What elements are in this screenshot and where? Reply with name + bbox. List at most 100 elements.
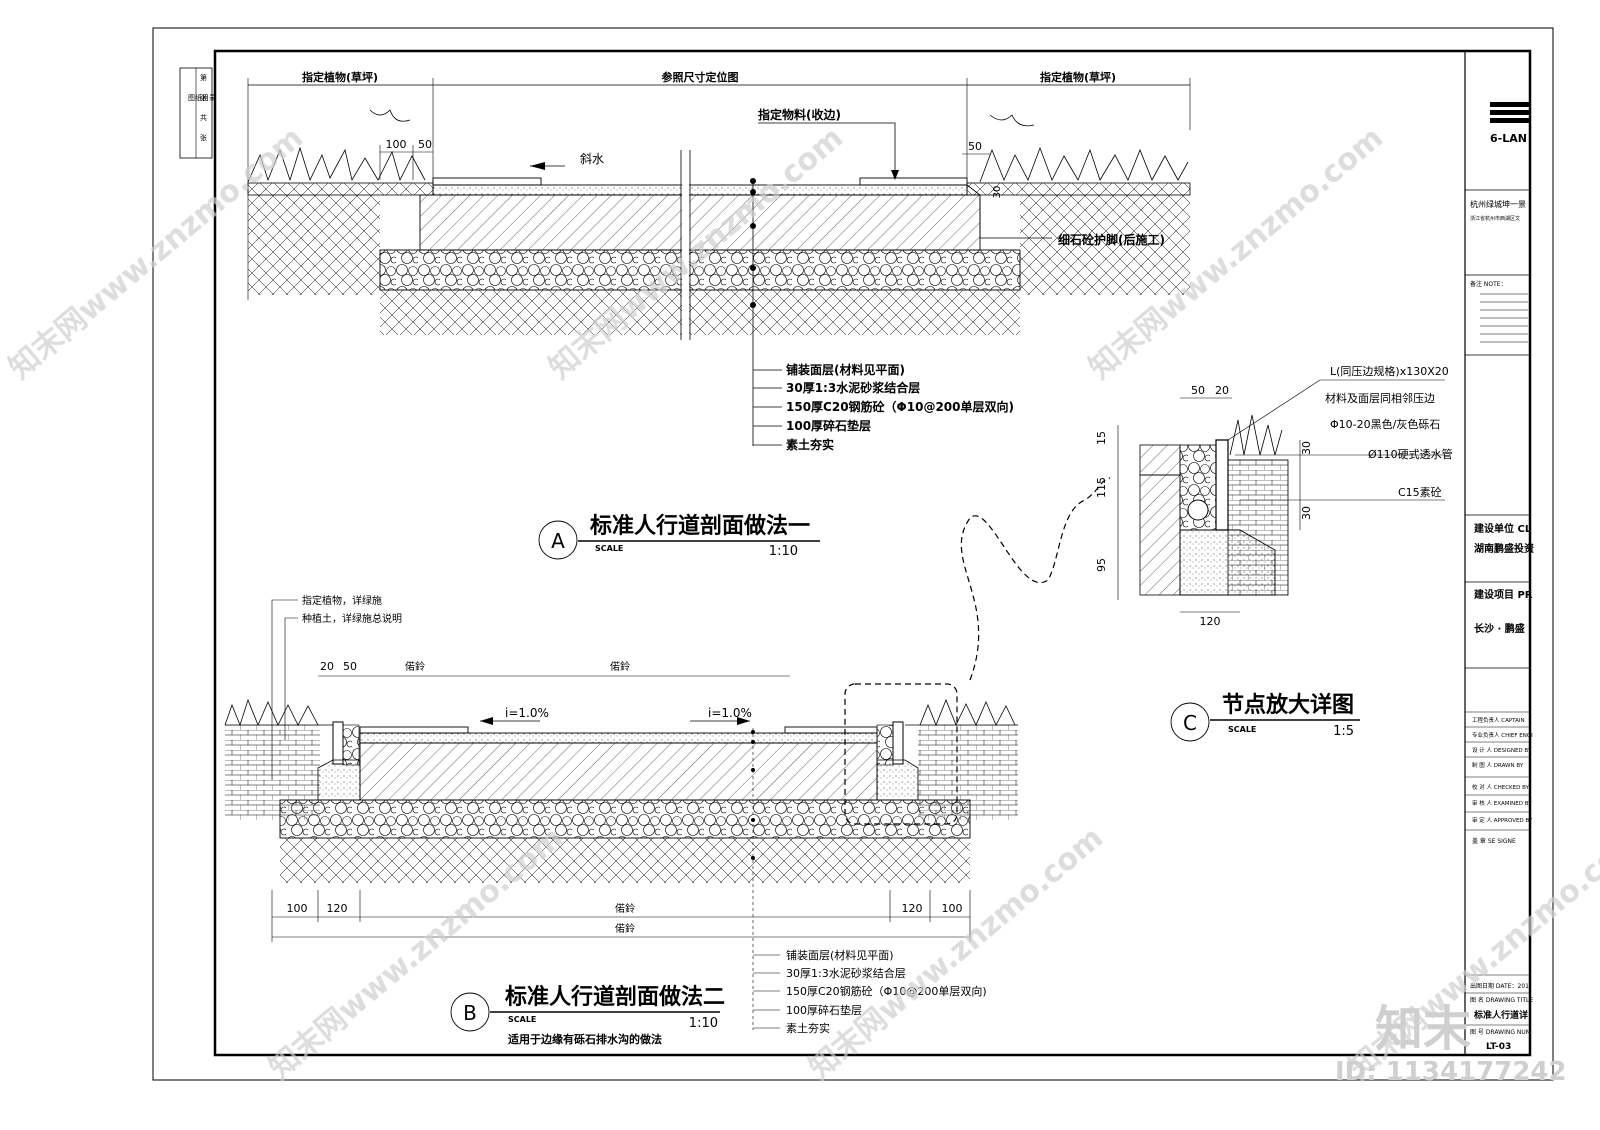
a-dim-30: 30 <box>992 186 1003 199</box>
watermark-id: ID: 1134177242 <box>1335 1057 1567 1087</box>
tb-role-3: 设 计 人 DESIGNED BY <box>1472 746 1532 754</box>
tb-project: 长沙 · 鹏盛 <box>1474 622 1525 635</box>
c-note-2: 材料及面层同相邻压边 <box>1325 391 1435 405</box>
tb-role-2: 专业负责人 CHIEF ENGI <box>1472 731 1533 739</box>
b-note-plant: 指定植物，详绿施 <box>302 594 382 607</box>
c-title-marker: C <box>1183 711 1197 735</box>
a-title-marker: A <box>551 529 565 553</box>
a-layer-2: 30厚1:3水泥砂浆结合层 <box>786 380 920 395</box>
c-grass <box>1229 414 1283 456</box>
c-scale-label: SCALE <box>1228 725 1256 734</box>
b-dim-120-left: 120 <box>327 902 348 915</box>
b-layer-3: 150厚C20钢筋砼（Φ10@200单层双向) <box>786 984 987 998</box>
a-title: 标准人行道剖面做法一 <box>590 513 810 539</box>
b-title-marker: B <box>463 1001 477 1025</box>
tb-role-7: 审 定 人 APPROVED BY <box>1472 816 1533 824</box>
a-scale: 1:10 <box>769 544 798 559</box>
c-note-4: Ø110硬式透水管 <box>1368 447 1453 461</box>
b-concrete-layer <box>359 742 878 801</box>
a-layer-3: 150厚C20钢筋砼（Φ10@200单层双向) <box>786 399 1014 414</box>
a-top-left-label: 指定植物(草坪) <box>302 70 378 84</box>
b-dim-100-left: 100 <box>287 902 308 915</box>
c-note-5: C15素砼 <box>1398 486 1442 499</box>
a-mortar-layer <box>432 184 968 196</box>
a-top-right-label: 指定植物(草坪) <box>1040 70 1116 84</box>
tb-signed: 盖 章 SE SIGNE <box>1472 837 1516 845</box>
tb-drawing-number-label: 图 号 DRAWING NUM <box>1470 1029 1531 1036</box>
a-dim-100: 100 <box>386 138 407 151</box>
tb-drawing-number: LT-03 <box>1486 1042 1511 1052</box>
b-layer-4: 100厚碎石垫层 <box>786 1003 862 1017</box>
b-scale-label: SCALE <box>508 1015 536 1024</box>
strip-label-gong: 共 <box>200 113 207 122</box>
section-a: 指定植物(草坪) 参照尺寸定位图 指定植物(草坪) 100 50 50 <box>247 70 1191 560</box>
strip-label-di: 第 <box>200 73 207 82</box>
c-dim-120: 120 <box>1200 615 1221 628</box>
a-subgrade <box>380 290 1020 335</box>
a-edge-material-label: 指定物料(收边) <box>758 107 841 122</box>
strip-label-zhang2: 张 <box>200 133 207 142</box>
a-fine-stone-label: 细石砼护脚(后施工) <box>1058 232 1165 247</box>
c-dim-50: 50 <box>1191 384 1205 397</box>
b-var-mid: 偌鈴 <box>610 660 630 673</box>
tb-project-label: 建设项目 PR <box>1473 588 1533 601</box>
watermark-brand: 知末 <box>1375 1001 1471 1057</box>
a-layer-4: 100厚碎石垫层 <box>786 418 871 433</box>
c-title-marker-circle <box>1170 702 1210 742</box>
b-subgrade <box>280 838 970 883</box>
tb-date: 出图日期 DATE：201 <box>1470 982 1529 990</box>
c-scale: 1:5 <box>1333 724 1354 739</box>
b-layer-2: 30厚1:3水泥砂浆结合层 <box>786 966 906 980</box>
a-scale-label: SCALE <box>595 544 623 553</box>
c-dim-30b: 30 <box>1300 506 1313 520</box>
tb-role-1: 工程负责人 CAPTAIN <box>1472 716 1525 724</box>
title-block: 6-LAN 杭州绿城坤一景 浙江省杭州市西湖区文 备注 NOTE： 建设单位 C… <box>1465 102 1534 1052</box>
b-mortar-layer <box>359 732 878 744</box>
b-dim-100-right: 100 <box>942 902 963 915</box>
b-note-soil: 种植土，详绿施总说明 <box>302 612 402 625</box>
c-detail-leader <box>960 477 1111 681</box>
b-title-marker-circle <box>450 992 490 1032</box>
section-b: 指定植物，详绿施 种植土，详绿施总说明 20 50 偌鈴 偌鈴 i=1 <box>224 594 1018 1046</box>
b-dim-20: 20 <box>320 660 334 673</box>
b-grass-left <box>224 698 319 727</box>
tb-drawing-title-label: 图 名 DRAWING TITLE <box>1470 996 1533 1004</box>
b-var-total: 偌鈴 <box>615 922 635 935</box>
c-note-1: L(同压边规格)x130X20 <box>1330 364 1449 378</box>
a-plant-left-icon <box>369 109 411 122</box>
c-drain-pipe-icon <box>1187 499 1209 521</box>
b-dim-120-right: 120 <box>902 902 923 915</box>
c-dim-15: 15 <box>1095 431 1108 445</box>
b-var-bottom: 偌鈴 <box>615 902 635 915</box>
c-dim-30a: 30 <box>1300 441 1313 455</box>
tb-role-6: 审 核 人 EXAMINED BY <box>1472 799 1532 807</box>
tb-drawing-title: 标准人行道详 <box>1473 1009 1528 1021</box>
b-layer-5: 素土夯实 <box>786 1021 830 1035</box>
b-title: 标准人行道剖面做法二 <box>505 984 725 1010</box>
b-scale: 1:10 <box>689 1016 718 1031</box>
b-dim-50: 50 <box>343 660 357 673</box>
tb-client: 湖南鹏盛投资 <box>1474 542 1534 555</box>
a-dim-50-left: 50 <box>418 138 432 151</box>
c-title: 节点放大详图 <box>1222 692 1354 718</box>
a-layer-1: 铺装面层(材料见平面) <box>786 362 905 377</box>
tb-logo: 6-LAN <box>1490 132 1527 145</box>
a-layer-5: 素土夯实 <box>786 437 834 452</box>
tb-role-4: 制 图 人 DRAWN BY <box>1472 761 1524 769</box>
a-slope-label: 斜水 <box>580 152 604 166</box>
a-title-marker-circle <box>538 520 578 560</box>
outer-border <box>152 27 1554 1081</box>
a-grass-left <box>247 146 426 183</box>
tb-role-5: 校 对 人 CHECKED BY <box>1472 783 1530 791</box>
section-c: 50 20 15 115 95 30 30 120 L(同压边规格)x130X2… <box>960 364 1453 742</box>
a-plant-right-icon <box>989 114 1035 127</box>
b-var-left: 偌鈴 <box>405 660 425 673</box>
left-strip: 图纸目录 第 张 共 张 <box>179 67 216 159</box>
b-gravel-layer <box>279 799 971 839</box>
b-grass-right <box>919 698 1016 727</box>
a-dim-50-right: 50 <box>968 140 982 153</box>
c-dim-115: 115 <box>1095 477 1108 498</box>
tb-client-label: 建设单位 CL <box>1473 522 1532 535</box>
inner-border <box>213 49 1532 1057</box>
